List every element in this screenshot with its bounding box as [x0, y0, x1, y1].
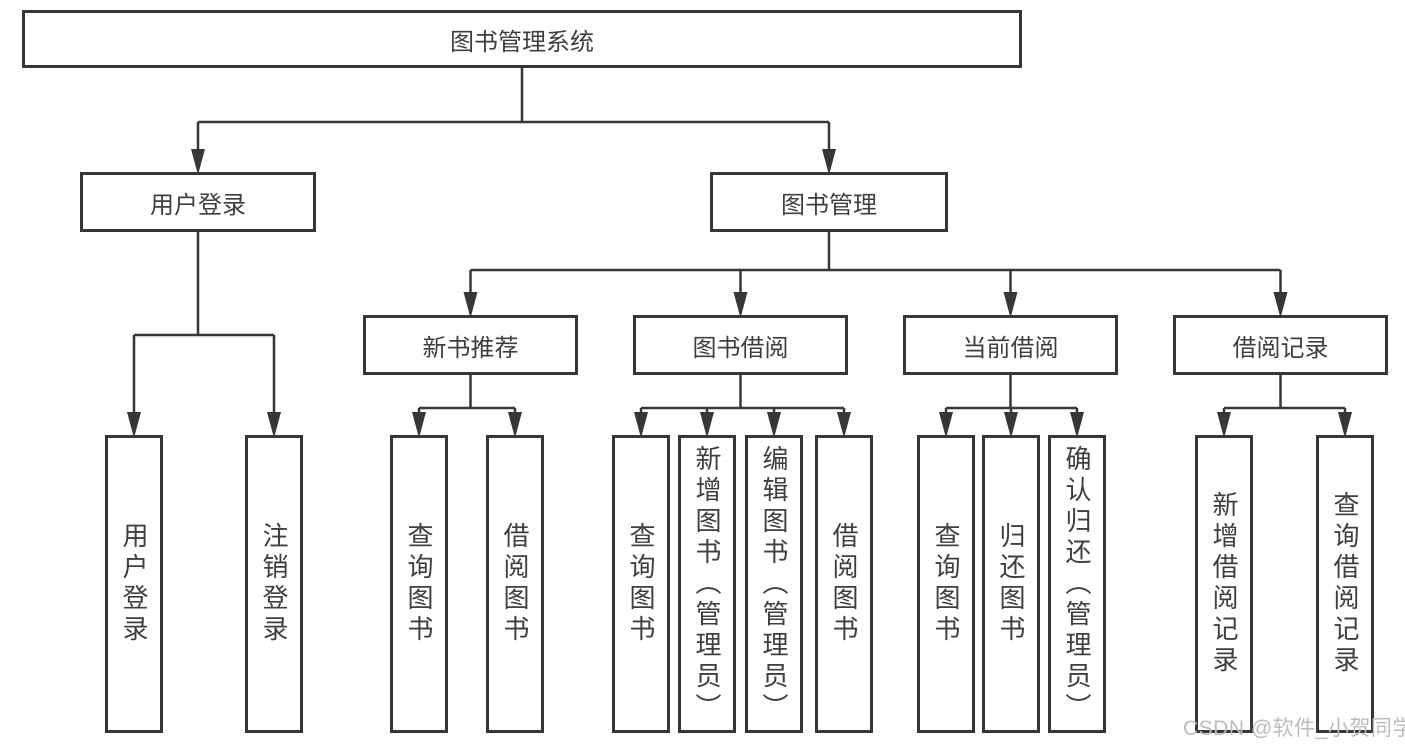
arrow-icon: [1003, 292, 1018, 318]
leaf-add-book-admin: 新增图书（管理员）: [678, 435, 736, 733]
arrow-icon: [267, 412, 281, 438]
arrow-icon: [939, 412, 953, 438]
node-new-book-recommend: 新书推荐: [363, 315, 578, 375]
node-label: 当前借阅: [962, 334, 1059, 362]
leaf-borrow-books: 借阅图书: [815, 435, 873, 733]
node-label: 查询图书: [931, 522, 961, 646]
arrow-icon: [1273, 292, 1288, 318]
node-label: 确认归还（管理员）: [1062, 444, 1092, 724]
node-label: 图书借阅: [692, 334, 789, 362]
arrow-icon: [1217, 412, 1231, 438]
arrow-icon: [634, 412, 648, 438]
node-book-borrow: 图书借阅: [633, 315, 848, 375]
node-label: 用户登录: [119, 522, 149, 646]
leaf-query-books-current: 查询图书: [917, 435, 975, 733]
node-label: 图书管理系统: [450, 28, 594, 56]
node-label: 用户登录: [150, 191, 246, 219]
arrow-icon: [463, 292, 478, 318]
leaf-query-books-borrow: 查询图书: [612, 435, 670, 733]
leaf-user-login: 用户登录: [105, 435, 163, 733]
node-label: 新增借阅记录: [1209, 491, 1239, 677]
tree-edges: [132, 68, 1347, 413]
node-label: 查询图书: [404, 522, 434, 646]
arrow-icon: [837, 412, 851, 438]
node-label: 图书管理: [781, 191, 877, 219]
arrow-icon: [1070, 412, 1084, 438]
arrow-icon: [1004, 412, 1018, 438]
arrow-icon: [822, 149, 836, 175]
arrow-icon: [508, 412, 522, 438]
leaf-query-books-recommend: 查询图书: [390, 435, 448, 733]
node-label: 查询图书: [626, 522, 656, 646]
node-label: 注销登录: [259, 522, 289, 646]
leaf-logout: 注销登录: [245, 435, 303, 733]
leaf-edit-book-admin: 编辑图书（管理员）: [745, 435, 803, 733]
node-borrow-records: 借阅记录: [1173, 315, 1388, 375]
node-book-management: 图书管理: [710, 172, 948, 232]
leaf-query-borrow-record: 查询借阅记录: [1316, 435, 1374, 733]
node-label: 新增图书（管理员）: [692, 444, 722, 724]
node-label: 新书推荐: [422, 334, 519, 362]
arrow-icon: [733, 292, 748, 318]
leaf-add-borrow-record: 新增借阅记录: [1195, 435, 1253, 733]
node-current-borrow: 当前借阅: [903, 315, 1118, 375]
node-label: 编辑图书（管理员）: [759, 444, 789, 724]
arrow-icon: [1338, 412, 1352, 438]
node-label: 借阅图书: [500, 522, 530, 646]
arrow-icon: [191, 149, 205, 175]
node-label: 借阅记录: [1232, 334, 1329, 362]
arrow-icon: [127, 412, 141, 438]
node-label: 查询借阅记录: [1330, 491, 1360, 677]
leaf-confirm-return-admin: 确认归还（管理员）: [1048, 435, 1106, 733]
node-label: 借阅图书: [829, 522, 859, 646]
leaf-return-books: 归还图书: [982, 435, 1040, 733]
watermark: CSDN @软件_小贺同学: [1183, 717, 1405, 740]
leaf-borrow-books-recommend: 借阅图书: [486, 435, 544, 733]
node-library-system: 图书管理系统: [22, 10, 1022, 68]
arrowheads: [127, 149, 1352, 438]
arrow-icon: [767, 412, 781, 438]
node-user-login: 用户登录: [80, 172, 316, 232]
arrow-icon: [700, 412, 714, 438]
arrow-icon: [412, 412, 426, 438]
node-label: 归还图书: [996, 522, 1026, 646]
